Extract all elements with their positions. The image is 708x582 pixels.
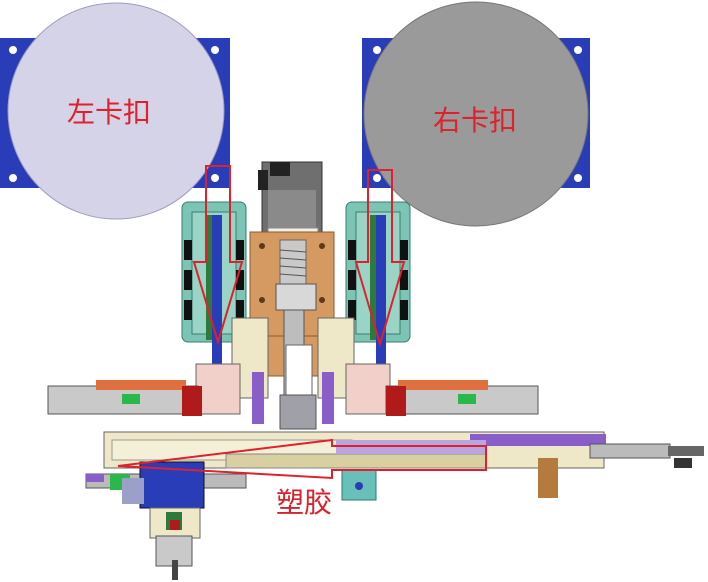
left-clip-label: 左卡扣 [67,96,151,129]
plastic-label: 塑胶 [276,486,332,519]
spring-shaft [275,239,317,430]
right-column [345,201,411,365]
right-down-arrow [354,169,406,348]
right-rail [385,380,539,416]
left-down-arrow [192,165,244,346]
teal-block [341,469,377,501]
right-fixture [317,317,391,424]
left-fixture [195,317,269,424]
left-rail [47,380,202,416]
right-clip-label: 右卡扣 [433,104,517,137]
lower-frame [103,431,704,498]
left-clip-disc [7,2,225,220]
plastic-left-arrow [117,438,487,480]
right-clip-disc [363,1,589,227]
motor [258,161,323,245]
bottom-left-assembly [85,461,247,580]
